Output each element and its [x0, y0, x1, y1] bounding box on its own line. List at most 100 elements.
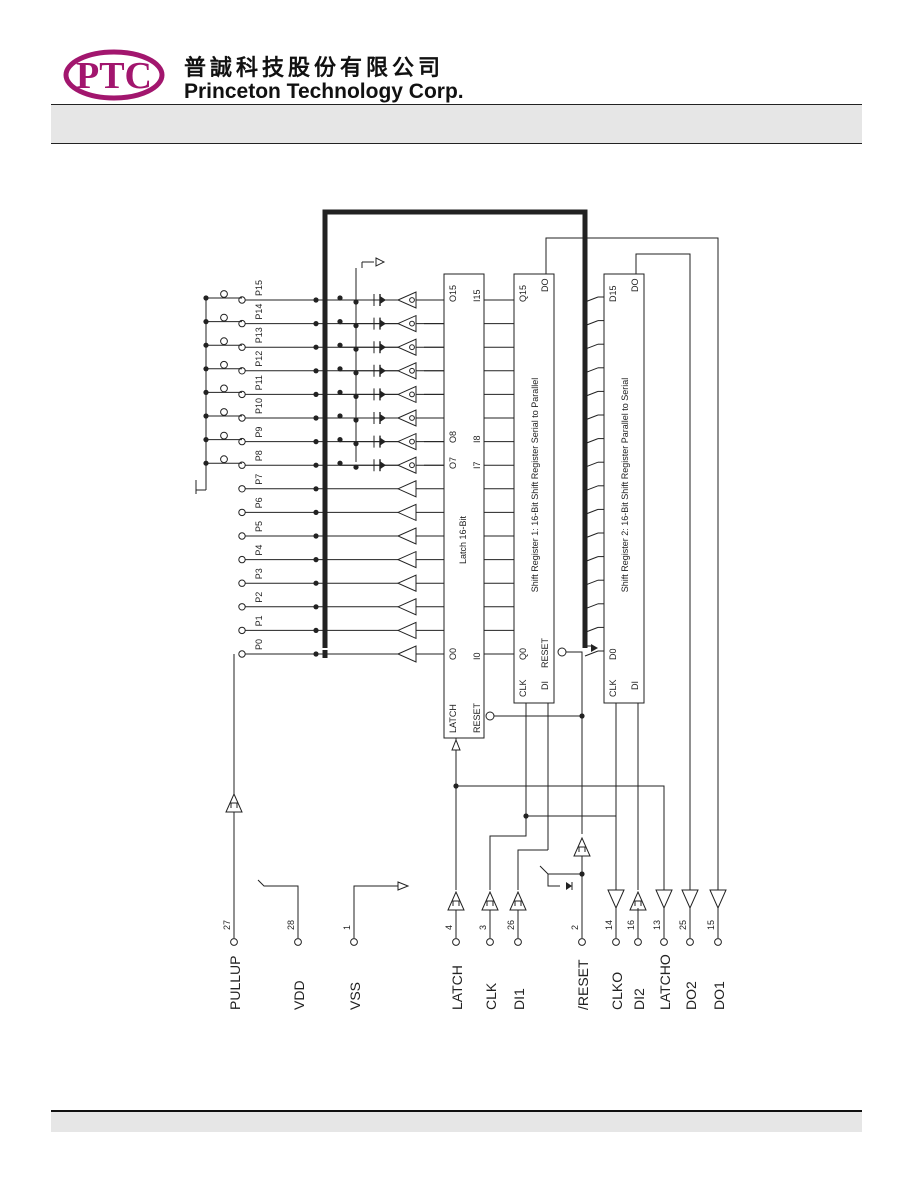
wire [547, 874, 560, 887]
sr1-pin-clk: CLK [518, 679, 528, 697]
junction-dot [337, 460, 343, 466]
pin-label-latcho: LATCHO [657, 954, 673, 1010]
do1-buffer [709, 889, 727, 910]
schmitt-mark [514, 900, 522, 906]
wire [584, 320, 599, 327]
transistor-arrow [380, 390, 386, 399]
wire [584, 343, 599, 350]
port-pin-p0 [238, 650, 246, 658]
latch-pin-reset: RESET [472, 702, 482, 733]
bus-junction [313, 604, 319, 610]
input-buffer [396, 527, 417, 545]
arrow-head [451, 738, 461, 751]
junction-dot [353, 464, 359, 470]
sr1-pin-di: DI [540, 681, 550, 690]
schmitt-mark [452, 900, 460, 906]
bus-junction [313, 439, 319, 445]
bus-line [322, 209, 588, 648]
bus-junction [313, 321, 319, 327]
pin-number-latcho: 13 [652, 920, 662, 930]
wire [635, 253, 691, 890]
bus-junction [313, 297, 319, 303]
pullup-resistor [220, 290, 228, 298]
junction-dot [337, 366, 343, 372]
bus-junction [313, 580, 319, 586]
port-label-p7: P7 [254, 474, 264, 485]
port-pin-p4 [238, 555, 246, 564]
wire [584, 579, 599, 586]
pin-number-do2: 25 [678, 920, 688, 930]
wire [584, 367, 599, 374]
bus-junction [313, 391, 319, 397]
pullup-resistor [220, 408, 228, 416]
arrow-head [591, 644, 598, 652]
inverter-bubble [409, 320, 415, 327]
pin-pad-pullup [230, 938, 238, 946]
pin-label-clko: CLKO [609, 972, 625, 1010]
port-label-p11: P11 [254, 375, 264, 390]
port-label-p10: P10 [254, 398, 264, 414]
port-label-p8: P8 [254, 450, 264, 461]
port-label-p9: P9 [254, 427, 264, 438]
pullup-resistor [220, 313, 228, 322]
wire [584, 603, 599, 610]
junction-dot [337, 437, 343, 443]
pullup-resistor [220, 337, 228, 346]
bus-junction [313, 651, 319, 657]
bus-junction [313, 533, 319, 539]
ground-symbol [375, 257, 386, 267]
pin-pad-vdd [294, 938, 302, 946]
junction-dot [337, 319, 343, 325]
sr1-pin-q15: Q15 [518, 285, 528, 302]
page-header: PTC 普誠科技股份有限公司 Princeton Technology Corp… [0, 0, 918, 145]
junction-dot [337, 295, 343, 301]
input-buffer [396, 503, 417, 522]
inverter-bubble [409, 344, 415, 351]
sr2-pin-do: DO [630, 279, 640, 293]
input-buffer [396, 621, 417, 640]
bus-junction [313, 486, 319, 492]
pin-number-vdd: 28 [286, 920, 296, 930]
diode [566, 882, 572, 890]
pin-number-reset: 2 [570, 925, 580, 930]
schmitt-mark [486, 900, 494, 906]
pin-pad-vss [350, 938, 358, 946]
pin-number-clko: 14 [604, 920, 614, 930]
footer-band [51, 1110, 862, 1132]
pin-number-di1: 26 [506, 920, 516, 930]
do2-buffer [681, 889, 699, 910]
input-buffer [396, 645, 417, 663]
bus-junction [313, 415, 319, 421]
wire [517, 849, 548, 890]
pin-number-do1: 15 [706, 920, 716, 930]
pin-label-reset: /RESET [575, 959, 591, 1010]
ptc-logo: PTC [63, 49, 165, 101]
wire [584, 626, 599, 633]
pin-number-pullup: 27 [222, 920, 232, 930]
pin-pad-reset [578, 938, 586, 946]
port-label-p2: P2 [254, 592, 264, 603]
inverter-bubble [409, 438, 415, 445]
latch-block [443, 273, 485, 739]
wire [456, 785, 665, 890]
pin-number-clk: 3 [478, 925, 488, 930]
latch-pin-i7: I7 [472, 461, 482, 469]
wire [584, 414, 599, 421]
bus-junction [313, 557, 319, 563]
shift-register-2-label: Shift Register 2: 16-Bit Shift Register … [620, 378, 630, 593]
latch-pin-latch: LATCH [448, 704, 458, 733]
sr1-pin-q0: Q0 [518, 648, 528, 660]
port-pin-p6 [238, 508, 246, 517]
input-buffer [396, 574, 417, 592]
pin-pad-di2 [634, 938, 642, 946]
bus-junction [313, 509, 319, 515]
pin-label-di2: DI2 [631, 988, 647, 1010]
bus-junction [313, 344, 319, 350]
inverter-bubble [409, 462, 415, 469]
port-label-p14: P14 [254, 304, 264, 320]
wire [584, 438, 599, 445]
sr2-pin-d15: D15 [608, 285, 618, 302]
wire [584, 461, 599, 468]
port-pin-p1 [238, 626, 246, 635]
pin-pad-latcho [660, 938, 668, 946]
